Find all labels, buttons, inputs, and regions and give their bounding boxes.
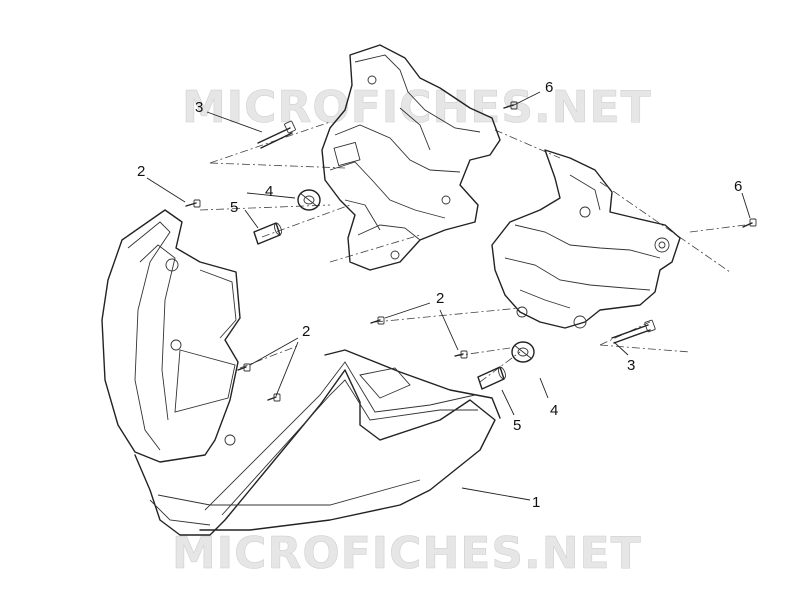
screw-part-2-upper-left [185,199,201,208]
callout-1: 1 [532,494,540,511]
callout-leader-lines [146,91,751,501]
screw-part-2-lower-b [267,393,281,402]
grommet-part-4-upper [297,189,321,211]
screw-part-2-lower-a [237,363,251,372]
callout-5-lower: 5 [513,417,521,434]
bolt-part-3-upper [257,120,296,149]
spacer-part-5-upper [253,222,282,245]
callout-labels: 1 2 2 2 3 3 4 4 5 5 6 6 [137,79,742,511]
upper-mounting-bracket [321,44,501,271]
watermark-bottom: MICROFICHES.NET [172,528,642,579]
screw-part-6-top [503,101,518,110]
screw-part-2-right [454,350,468,359]
spacer-part-5-lower [477,366,506,390]
bolt-part-3-lower [611,319,656,344]
callout-3-upper: 3 [195,99,203,116]
callout-3-lower: 3 [627,357,635,374]
callout-6-right: 6 [734,178,742,195]
callout-6-top: 6 [545,79,553,96]
callout-4-upper: 4 [265,183,273,200]
callout-2-right: 2 [436,290,444,307]
grommet-part-4-lower [511,341,535,363]
callout-2-lower: 2 [302,323,310,340]
screw-part-6-right [742,218,757,228]
callout-5-upper: 5 [230,199,238,216]
right-mounting-bracket [491,149,681,329]
headlight-housing-part-1 [101,209,501,536]
watermark-top: MICROFICHES.NET [182,82,652,133]
callout-4-lower: 4 [550,402,558,419]
screw-part-2-mid [370,316,385,325]
callout-2-upper-left: 2 [137,163,145,180]
